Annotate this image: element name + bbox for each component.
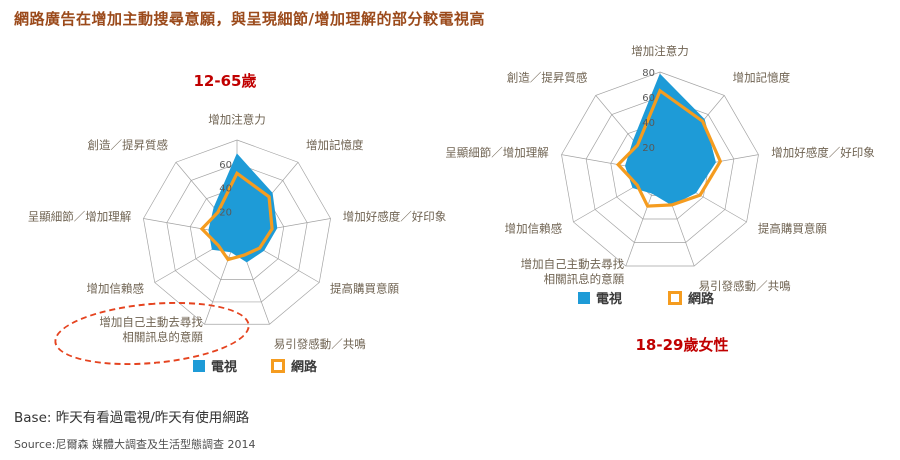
legend-label-net: 網路	[291, 360, 318, 375]
axis-label: 增加自己主動去尋找相關訊息的意願	[99, 315, 203, 344]
tick-label: 20	[642, 143, 655, 154]
axis-label: 呈顯細節／增加理解	[445, 145, 549, 159]
legend-label-tv: 電視	[211, 360, 238, 375]
legend-label-tv: 電視	[596, 292, 623, 307]
axis-label: 增加好感度／好印象	[343, 209, 447, 223]
legend-label-net: 網路	[688, 292, 715, 307]
axis-label: 增加記憶度	[306, 138, 364, 152]
tick-label: 60	[642, 93, 655, 104]
page-title: 網路廣告在增加主動搜尋意願，與呈現細節/增加理解的部分較電視高	[14, 10, 485, 28]
tick-label: 80	[642, 68, 655, 79]
axis-label: 提高購買意願	[330, 282, 399, 296]
chart-title-18-29-female: 18-29歲女性	[635, 336, 729, 354]
net-color-swatch	[668, 290, 683, 305]
axis-label: 提高購買意願	[758, 222, 827, 236]
source-note: Source:尼爾森 媒體大調查及生活型態調查 2014	[14, 438, 256, 451]
grid-ring	[143, 139, 331, 325]
net-color-swatch	[271, 358, 286, 373]
legend-item-tv: 電視	[193, 356, 237, 375]
series-net	[199, 170, 274, 262]
chart-title-12-65: 12-65歲	[193, 72, 257, 90]
axis-label: 增加注意力	[208, 113, 266, 127]
tick-label: 20	[219, 207, 232, 218]
axis-label: 增加信賴感	[505, 222, 563, 236]
axis-label: 增加好感度／好印象	[771, 145, 875, 159]
grid-ring	[166, 163, 308, 303]
axis-label: 易引發感動／共鳴	[274, 337, 366, 351]
axis-label: 呈顯細節／增加理解	[28, 209, 132, 223]
base-note: Base: 昨天有看過電視/昨天有使用網路	[14, 410, 250, 426]
grid-ring	[585, 96, 735, 243]
series-net	[615, 88, 723, 208]
axis-label: 創造／提昇質感	[507, 70, 588, 84]
legend-item-net: 網路	[271, 356, 317, 375]
tick-label: 40	[219, 184, 232, 195]
radar-chart-18-29-female: 20 40 60 80 增加注意力增加記憶度增加好感度／好印象提高購買意願易引發感動／共…	[445, 44, 875, 293]
tick-label: 60	[219, 160, 232, 171]
legend-left: 電視 網路	[193, 356, 317, 375]
grid-ring	[189, 187, 285, 280]
legend-right: 電視 網路	[578, 288, 714, 307]
tv-color-swatch	[193, 359, 205, 372]
tick-label: 40	[642, 118, 655, 129]
legend-item-net: 網路	[668, 288, 714, 307]
grid-ring	[561, 71, 759, 267]
axis-label: 增加記憶度	[733, 70, 791, 84]
axis-label: 易引發感動／共鳴	[699, 279, 791, 293]
legend-item-tv: 電視	[578, 288, 622, 307]
axis-label: 增加自己主動去尋找相關訊息的意願	[521, 257, 625, 286]
tv-color-swatch	[578, 291, 590, 304]
axis-label: 增加信賴感	[87, 282, 145, 296]
axis-label: 創造／提昇質感	[87, 138, 168, 152]
axis-label: 增加注意力	[631, 44, 689, 58]
